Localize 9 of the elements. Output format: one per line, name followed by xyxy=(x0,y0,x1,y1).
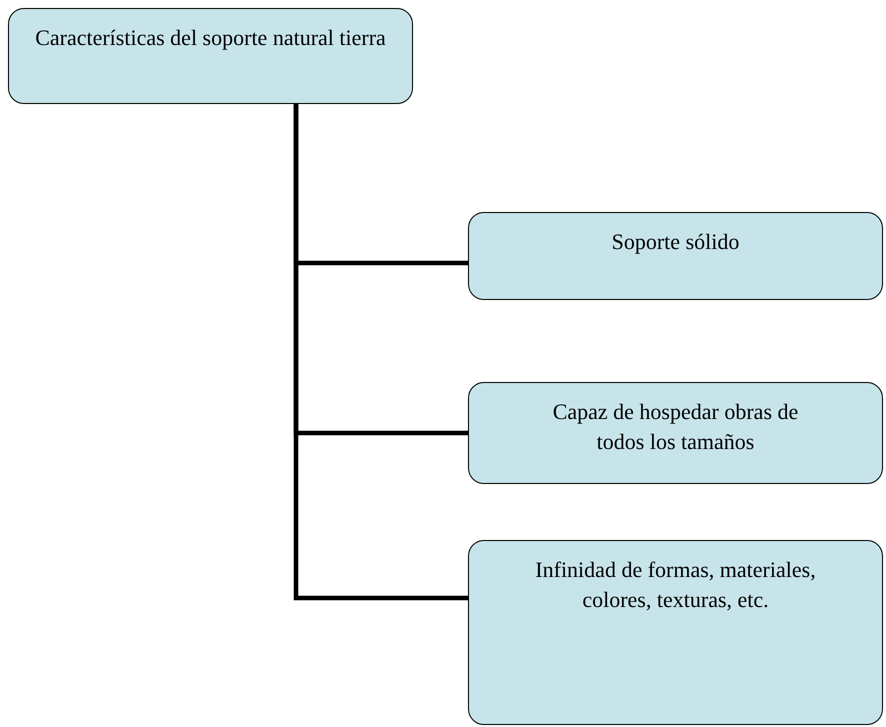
box-text: Características del soporte natural tierra xyxy=(35,24,386,52)
box-text: Capaz de hospedar obras de todos los tamaños xyxy=(552,398,800,456)
rounded-box xyxy=(468,212,883,300)
rounded-box xyxy=(8,8,413,104)
rounded-box xyxy=(468,382,883,484)
connector-line xyxy=(294,104,468,600)
box-text: Soporte sólido xyxy=(612,228,740,256)
rounded-box xyxy=(468,540,883,725)
box-text: Infinidad de formas, materiales, colores, texturas, etc. xyxy=(534,556,817,614)
